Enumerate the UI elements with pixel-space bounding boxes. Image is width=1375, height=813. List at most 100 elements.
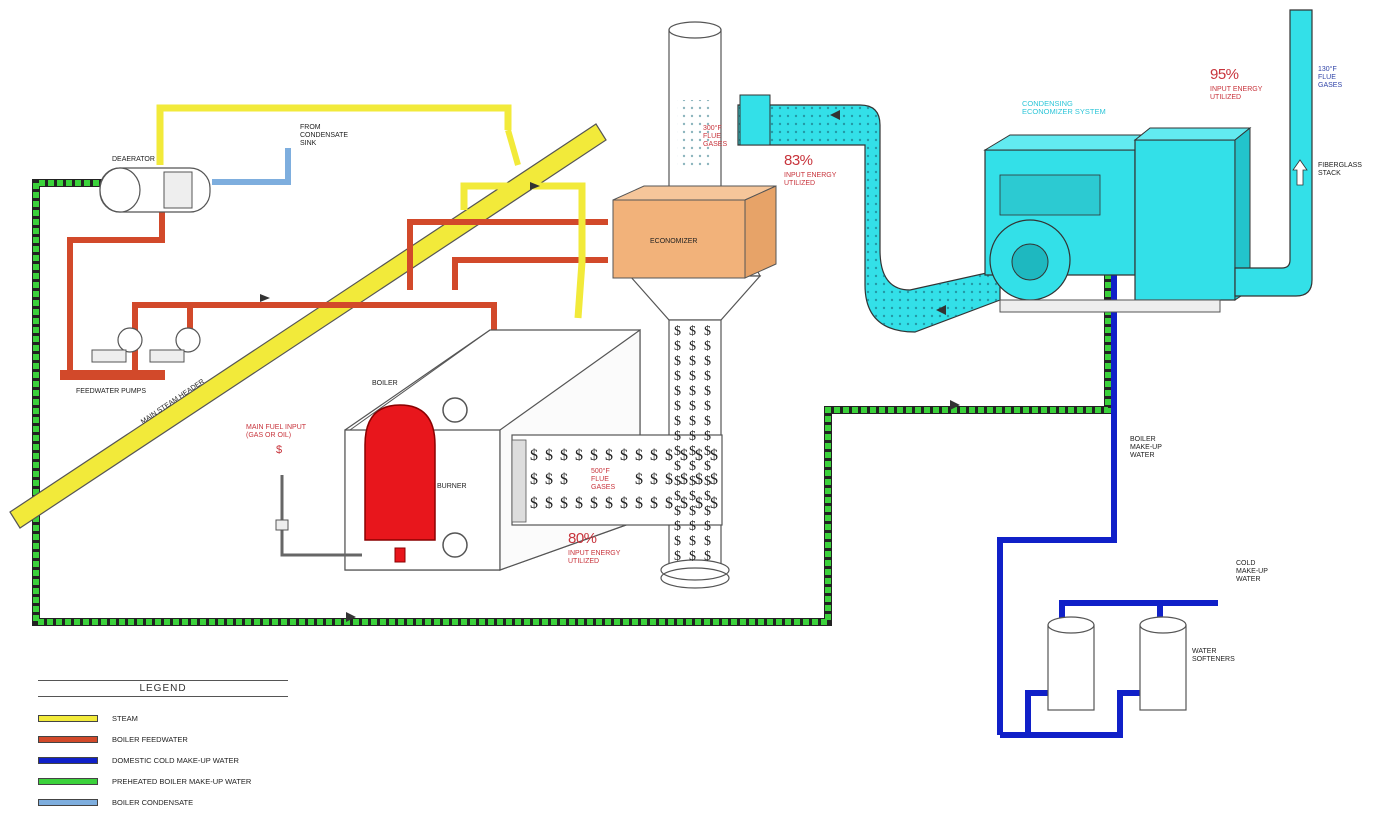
dollar-symbol: $ <box>605 447 613 464</box>
legend-item: PREHEATED BOILER MAKE-UP WATER <box>38 775 251 787</box>
dollar-symbol: $ <box>650 447 658 464</box>
cold-makeup-water-label: COLD MAKE-UP WATER <box>1236 560 1268 584</box>
dollar-symbol: $ <box>710 471 718 488</box>
dollar-symbol: $ <box>635 447 643 464</box>
dollar-symbol: $ <box>674 399 681 414</box>
dollar-symbol: $ <box>704 534 711 549</box>
dollar-symbol: $ <box>689 414 696 429</box>
legend-label: BOILER FEEDWATER <box>112 735 188 744</box>
flue-gases-500-label: 500°F FLUE GASES <box>591 468 615 492</box>
dollar-symbol: $ <box>710 447 718 464</box>
condensate-pipe <box>212 148 288 182</box>
dollar-symbol: $ <box>680 447 688 464</box>
dollar-symbol: $ <box>620 495 628 512</box>
dollar-symbol: $ <box>560 471 568 488</box>
dollar-symbol: $ <box>560 495 568 512</box>
dollar-symbol: $ <box>545 471 553 488</box>
dollar-symbol: $ <box>689 429 696 444</box>
dollar-symbol: $ <box>704 324 711 339</box>
legend-swatch <box>38 715 98 722</box>
dollar-symbol: $ <box>704 414 711 429</box>
efficiency-80-caption: INPUT ENERGY UTILIZED <box>568 550 620 566</box>
legend-label: STEAM <box>112 714 138 723</box>
dollar-symbol: $ <box>674 534 681 549</box>
dollar-symbol: $ <box>674 369 681 384</box>
dollar-symbol: $ <box>665 495 673 512</box>
dollar-symbol: $ <box>674 354 681 369</box>
dollar-symbol: $ <box>680 471 688 488</box>
dollar-symbol: $ <box>560 447 568 464</box>
dollar-symbol: $ <box>710 495 718 512</box>
condensing-economizer-label: CONDENSING ECONOMIZER SYSTEM <box>1022 100 1106 116</box>
dollar-symbol: $ <box>674 324 681 339</box>
dollar-symbol: $ <box>545 447 553 464</box>
water-softeners-label: WATER SOFTENERS <box>1192 648 1235 664</box>
dollar-symbol: $ <box>689 354 696 369</box>
legend-swatch <box>38 757 98 764</box>
boiler-label: BOILER <box>372 380 398 388</box>
dollar-symbol: $ <box>689 324 696 339</box>
efficiency-95-caption: INPUT ENERGY UTILIZED <box>1210 86 1262 102</box>
legend-label: PREHEATED BOILER MAKE-UP WATER <box>112 777 251 786</box>
dollar-symbol: $ <box>545 495 553 512</box>
dollar-symbol: $ <box>689 534 696 549</box>
dollar-symbol: $ <box>704 519 711 534</box>
dollar-symbol: $ <box>575 495 583 512</box>
condensate-sink-label: FROM CONDENSATE SINK <box>300 124 348 148</box>
dollar-symbol: $ <box>704 384 711 399</box>
dollar-symbol: $ <box>590 447 598 464</box>
dollar-symbol: $ <box>674 384 681 399</box>
legend-label: DOMESTIC COLD MAKE-UP WATER <box>112 756 239 765</box>
dollar-symbol: $ <box>704 339 711 354</box>
burner-label: BURNER <box>437 483 467 491</box>
dollar-symbol: $ <box>635 495 643 512</box>
efficiency-83-caption: INPUT ENERGY UTILIZED <box>784 172 836 188</box>
legend-swatch <box>38 799 98 806</box>
dollar-symbol: $ <box>689 519 696 534</box>
economizer <box>613 186 776 278</box>
efficiency-95-value: 95% <box>1210 66 1239 83</box>
legend-item: BOILER FEEDWATER <box>38 733 188 745</box>
dollar-symbol: $ <box>695 471 703 488</box>
dollar-symbol: $ <box>689 549 696 564</box>
dollar-symbol: $ <box>650 495 658 512</box>
dollar-symbol: $ <box>674 519 681 534</box>
dollar-symbol: $ <box>704 354 711 369</box>
dollar-symbol: $ <box>530 471 538 488</box>
feedwater-pumps <box>92 328 200 362</box>
legend-swatch <box>38 736 98 743</box>
legend-label: BOILER CONDENSATE <box>112 798 193 807</box>
feedwater-pumps-label: FEEDWATER PUMPS <box>76 388 146 396</box>
economizer-label: ECONOMIZER <box>650 238 697 246</box>
condensing-economizer-unit <box>985 128 1250 312</box>
dollar-symbol: $ <box>650 471 658 488</box>
dollar-symbol: $ <box>674 429 681 444</box>
dollar-symbol: $ <box>689 384 696 399</box>
deaerator <box>100 168 210 212</box>
legend-item: BOILER CONDENSATE <box>38 796 193 808</box>
dollar-symbol: $ <box>530 495 538 512</box>
dollar-symbol: $ <box>695 495 703 512</box>
dollar-symbol: $ <box>674 549 681 564</box>
dollar-symbol: $ <box>695 447 703 464</box>
burner <box>365 405 435 562</box>
deaerator-label: DEAERATOR <box>112 156 155 164</box>
fuel-symbol: $ <box>276 446 282 454</box>
legend-swatch <box>38 778 98 785</box>
dollar-symbol: $ <box>689 339 696 354</box>
legend-item: DOMESTIC COLD MAKE-UP WATER <box>38 754 239 766</box>
dollar-symbol: $ <box>704 369 711 384</box>
legend-title: LEGEND <box>38 680 288 697</box>
dollar-symbol: $ <box>620 447 628 464</box>
dollar-symbol: $ <box>575 447 583 464</box>
dollar-symbol: $ <box>590 495 598 512</box>
flue-gases-130-label: 130°F FLUE GASES <box>1318 66 1342 90</box>
exhaust-duct <box>738 95 1000 332</box>
flow-arrow-feedwater <box>260 294 270 302</box>
main-fuel-input-label: MAIN FUEL INPUT (GAS OR OIL) <box>246 424 306 440</box>
dollar-symbol: $ <box>689 369 696 384</box>
dollar-symbol: $ <box>704 429 711 444</box>
fiberglass-stack-label: FIBERGLASS STACK <box>1318 162 1362 178</box>
efficiency-80-value: 80% <box>568 530 597 547</box>
dollar-symbol: $ <box>665 471 673 488</box>
